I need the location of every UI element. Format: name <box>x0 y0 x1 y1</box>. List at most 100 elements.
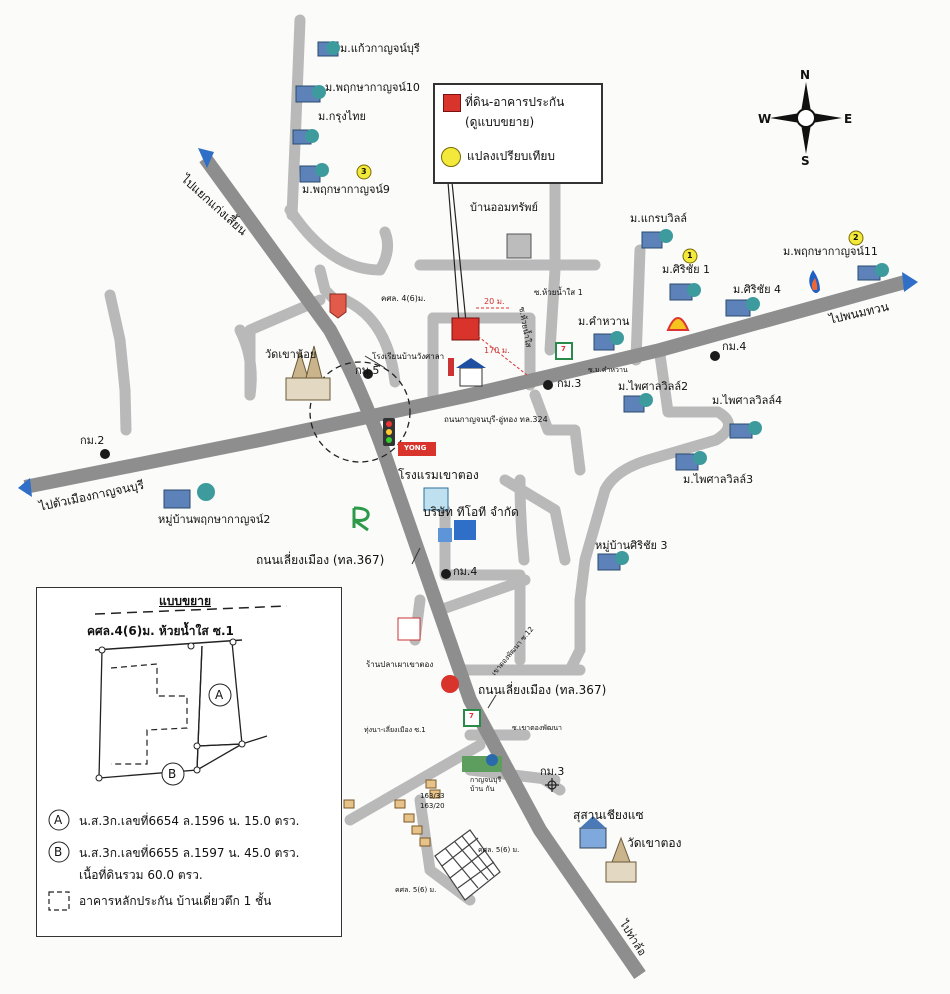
legend-collateral-label: ที่ดิน-อาคารประกัน <box>465 95 565 109</box>
village-trees <box>197 41 889 565</box>
lower-houses <box>343 779 441 847</box>
compass-e: E <box>844 112 853 126</box>
inset-detail: แบบขยาย คศล.4(6)ม. ห้วยน้ำใส ซ.1 A B A B… <box>36 587 342 937</box>
inset-a-desc: น.ส.3ก.เลขที่6654 ล.1596 น. 15.0 ตรว. <box>79 814 300 828</box>
place-phaisan4: ม.ไพศาลวิลล์4 <box>712 394 783 407</box>
place-phaisan3: ม.ไพศาลวิลล์3 <box>683 473 754 486</box>
road-soi-khao-tong: ซ.เขาตองพัฒนา <box>512 724 562 732</box>
inset-plan <box>48 605 288 911</box>
place-ban-omsap: บ้านออมทรัพย์ <box>470 201 538 214</box>
road-hwy367-a: ถนนเลี่ยงเมือง (ทล.367) <box>256 553 385 567</box>
inset-b-circle: B <box>168 767 177 781</box>
seven-eleven-label-b: 7 <box>469 712 474 720</box>
inset-title: แบบขยาย <box>159 594 211 608</box>
inset-total: เนื้อที่ดินรวม 60.0 ตรว. <box>79 868 203 882</box>
place-wat-khao-noi: วัดเขาน้อย <box>265 348 317 361</box>
arrow-to-kanchanaburi-icon <box>18 478 32 497</box>
temple-icon <box>285 345 331 401</box>
place-hotel: โรงแรมเขาตอง <box>398 468 479 482</box>
road-kasl5-b: คศล. 5(6) ม. <box>395 886 437 894</box>
place-pruksa9: ม.พฤกษากาญจน์9 <box>302 183 390 196</box>
place-sirichai3: หมู่บ้านศิริชัย 3 <box>595 539 668 552</box>
yong-sign-icon <box>398 442 436 456</box>
road-hwy367-b: ถนนเลี่ยงเมือง (ทล.367) <box>478 683 607 697</box>
place-wat-khao-tong: วัดเขาตอง <box>627 836 682 850</box>
marker-three: 3 <box>361 167 367 176</box>
leader-arrows <box>364 355 497 709</box>
marker-one: 1 <box>687 251 693 260</box>
restaurant-icon <box>397 617 459 693</box>
house-163-20: 163/20 <box>420 802 445 810</box>
legend-collateral-sub: (ดูแบบขยาย) <box>465 115 535 129</box>
inset-a-circle: A <box>215 688 224 702</box>
road-dist-170: 170 ม. <box>484 346 510 355</box>
place-restaurant: ร้านปลาเผาเขาตอง <box>366 660 434 669</box>
road-soi-khamwan: ซ.ม.คำหวาน <box>588 366 628 374</box>
km5-label: กม.5 <box>355 364 380 377</box>
housing-grid <box>434 829 501 901</box>
place-phaisan2: ม.ไพศาลวิลล์2 <box>618 380 689 393</box>
house-163-33: 163/33 <box>420 792 445 800</box>
place-khamwan: ม.คำหวาน <box>578 315 630 328</box>
seven-eleven-label-a: 7 <box>561 345 566 353</box>
km-posts <box>100 351 720 579</box>
place-school: โรงเรียนบ้านวังศาลา <box>372 352 445 361</box>
compass-n: N <box>800 68 811 82</box>
road-thung-na: ทุ่งนา-เลี่ยงเมือง ซ.1 <box>364 726 426 734</box>
place-sirichai1: ม.ศิริชัย 1 <box>662 263 711 276</box>
inset-b-key: B <box>54 845 63 859</box>
inset-a-key: A <box>54 813 63 827</box>
arrow-to-phanom-thuan-icon <box>902 272 918 292</box>
robinson-logo-icon <box>352 506 370 532</box>
inset-road-label: คศล.4(6)ม. ห้วยน้ำใส ซ.1 <box>87 624 234 638</box>
place-krungthai: ม.กรุงไทย <box>318 110 366 123</box>
km4-label: กม.4 <box>722 340 747 353</box>
place-kraisorn: ม.แกรบวิลล์ <box>630 212 688 225</box>
yong-sign-label: YONG <box>404 444 427 452</box>
parking-sign-icon <box>329 293 347 319</box>
cemetery-icon <box>579 816 607 849</box>
seven-eleven-icon <box>463 342 573 727</box>
kanchanaburi-center-icon <box>462 754 502 772</box>
compass-rose: N S E W <box>758 68 853 168</box>
intersection-circle <box>309 361 411 463</box>
road-soi-huai: ซ.ห้วยน้ำใส 1 <box>534 288 583 297</box>
map-legend: ที่ดิน-อาคารประกัน (ดูแบบขยาย) แปลงเปรีย… <box>433 83 603 184</box>
comparable-markers <box>356 164 864 264</box>
km4b-label: กม.4 <box>453 565 478 578</box>
school-icon <box>448 358 486 387</box>
marker-two: 2 <box>853 233 859 242</box>
main-highways <box>23 153 907 979</box>
dimension-lines <box>469 307 528 376</box>
traffic-light-icon <box>383 418 395 446</box>
place-pruksa2: หมู่บ้านพฤกษากาญจน์2 <box>158 513 271 526</box>
road-hwy324: ถนนกาญจนบุรี-อู่ทอง ทล.324 <box>444 415 548 424</box>
arrow-to-kaeng-sian-icon <box>198 148 214 168</box>
place-kanchanaburi-center: กาญจนบุรี บ้าน กัน <box>470 776 502 793</box>
km3-crosshair-icon <box>545 778 559 792</box>
legend-comparable-label: แปลงเปรียบเทียบ <box>467 149 556 163</box>
company-building-icon <box>423 487 476 542</box>
ptt-gas-station-icon <box>809 270 820 293</box>
condo-building-icon <box>506 233 532 259</box>
compass-s: S <box>801 154 810 168</box>
legend-red-swatch <box>443 94 461 112</box>
km3b-label: กม.3 <box>540 765 565 778</box>
legend-yellow-swatch <box>441 147 461 167</box>
km3-label: กม.3 <box>557 377 582 390</box>
temple-khao-tong-icon <box>605 836 637 883</box>
road-dist-20: 20 ม. <box>484 297 505 306</box>
place-kaeo-kanchanaburi: ม.แก้วกาญจน์บุรี <box>340 42 420 55</box>
place-sirichai4: ม.ศิริชัย 4 <box>733 283 782 296</box>
shell-station-icon <box>666 317 690 331</box>
compass-w: W <box>758 112 772 126</box>
road-kasl-top: คศล. 4(6)ม. <box>381 294 426 303</box>
compass-icon <box>770 82 842 154</box>
place-cemetery: สุสานเชียงแซ <box>573 808 644 822</box>
place-pruksa11: ม.พฤกษากาญจน์11 <box>783 245 878 258</box>
place-pruksa10: ม.พฤกษากาญจน์10 <box>325 81 420 94</box>
place-company: บริษัท ทีโอที จำกัด <box>423 505 519 519</box>
road-kasl5-a: คศล. 5(6) ม. <box>478 846 520 854</box>
